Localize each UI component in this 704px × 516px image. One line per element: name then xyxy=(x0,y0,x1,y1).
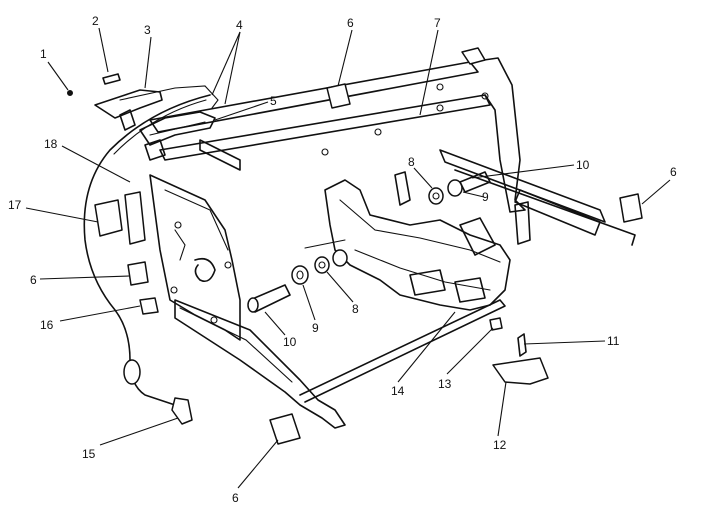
callout-6-right: 6 xyxy=(670,165,677,179)
foot-bumpers xyxy=(269,83,643,445)
wire-harness xyxy=(83,94,211,425)
callout-labels: 1 2 3 4 5 6 7 8 9 10 11 12 13 14 15 16 1… xyxy=(8,14,677,505)
callout-3: 3 xyxy=(144,23,151,37)
bracket-assembly xyxy=(489,317,549,385)
callout-11: 11 xyxy=(607,334,620,348)
right-crossbar xyxy=(439,149,636,246)
rear-frame-rail xyxy=(149,47,526,213)
callout-12: 12 xyxy=(493,438,507,452)
lever-assembly xyxy=(67,73,241,171)
callout-15: 15 xyxy=(82,447,96,461)
callout-9-lower: 9 xyxy=(312,321,319,335)
callout-10-upper: 10 xyxy=(576,158,590,172)
callout-10-lower: 10 xyxy=(283,335,297,349)
front-frame-rail xyxy=(174,299,506,429)
callout-14: 14 xyxy=(391,384,405,398)
callout-18: 18 xyxy=(44,137,58,151)
callout-4: 4 xyxy=(236,18,243,32)
callout-9-upper: 9 xyxy=(482,190,489,204)
callout-16: 16 xyxy=(40,318,54,332)
callout-7: 7 xyxy=(434,16,441,30)
callout-17: 17 xyxy=(8,198,22,212)
upper-shaft-assembly xyxy=(428,171,491,205)
callout-5: 5 xyxy=(270,94,277,108)
callout-1: 1 xyxy=(40,47,47,61)
callout-8-lower: 8 xyxy=(352,302,359,316)
callout-6-top: 6 xyxy=(347,16,354,30)
callout-2: 2 xyxy=(92,14,99,28)
left-side-plate xyxy=(149,174,241,341)
callout-8-upper: 8 xyxy=(408,155,415,169)
callout-6-left: 6 xyxy=(30,273,37,287)
callout-13: 13 xyxy=(438,377,452,391)
callout-6-bottom: 6 xyxy=(232,491,239,505)
lower-shaft-assembly xyxy=(247,239,348,313)
leader-lines xyxy=(25,27,671,489)
carriage-assembly xyxy=(324,171,531,311)
